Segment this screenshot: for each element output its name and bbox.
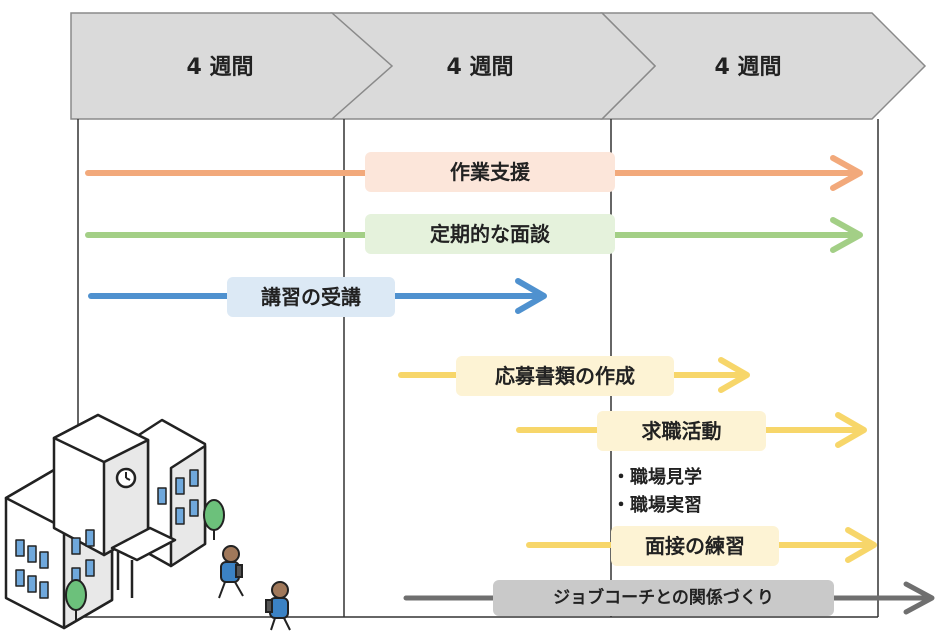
job-search-item-workplace-training: ・職場実習 bbox=[612, 495, 702, 516]
school-building-illustration bbox=[4, 413, 207, 630]
student-walking-icon bbox=[218, 545, 244, 599]
label-application-docs: 応募書類の作成 bbox=[456, 356, 674, 396]
student-walking-icon bbox=[265, 581, 291, 631]
label-lecture: 講習の受講 bbox=[227, 277, 395, 317]
phase-label-2: 4 週間 bbox=[446, 55, 514, 80]
label-interview-practice: 面接の練習 bbox=[611, 526, 779, 566]
label-job-search: 求職活動 bbox=[597, 411, 766, 451]
arrow-job-search-head bbox=[835, 412, 867, 448]
phase-chevron-1 bbox=[70, 12, 394, 120]
arrow-application-docs-head bbox=[718, 357, 750, 393]
label-job-coach: ジョブコーチとの関係づくり bbox=[493, 580, 834, 616]
tree-icon bbox=[203, 499, 225, 540]
label-regular-interview: 定期的な面談 bbox=[365, 214, 615, 254]
phase-label-1: 4 週間 bbox=[186, 55, 254, 80]
arrow-regular-interview-head bbox=[830, 217, 863, 253]
arrow-interview-practice-head bbox=[845, 527, 877, 563]
tree-icon bbox=[65, 579, 87, 620]
label-work-support: 作業支援 bbox=[365, 152, 615, 192]
arrow-job-coach-head bbox=[903, 581, 935, 615]
arrow-work-support-head bbox=[830, 155, 863, 191]
arrow-lecture-head bbox=[515, 278, 547, 314]
phase-label-3: 4 週間 bbox=[714, 55, 782, 80]
job-search-item-workplace-visit: ・職場見学 bbox=[612, 467, 702, 488]
